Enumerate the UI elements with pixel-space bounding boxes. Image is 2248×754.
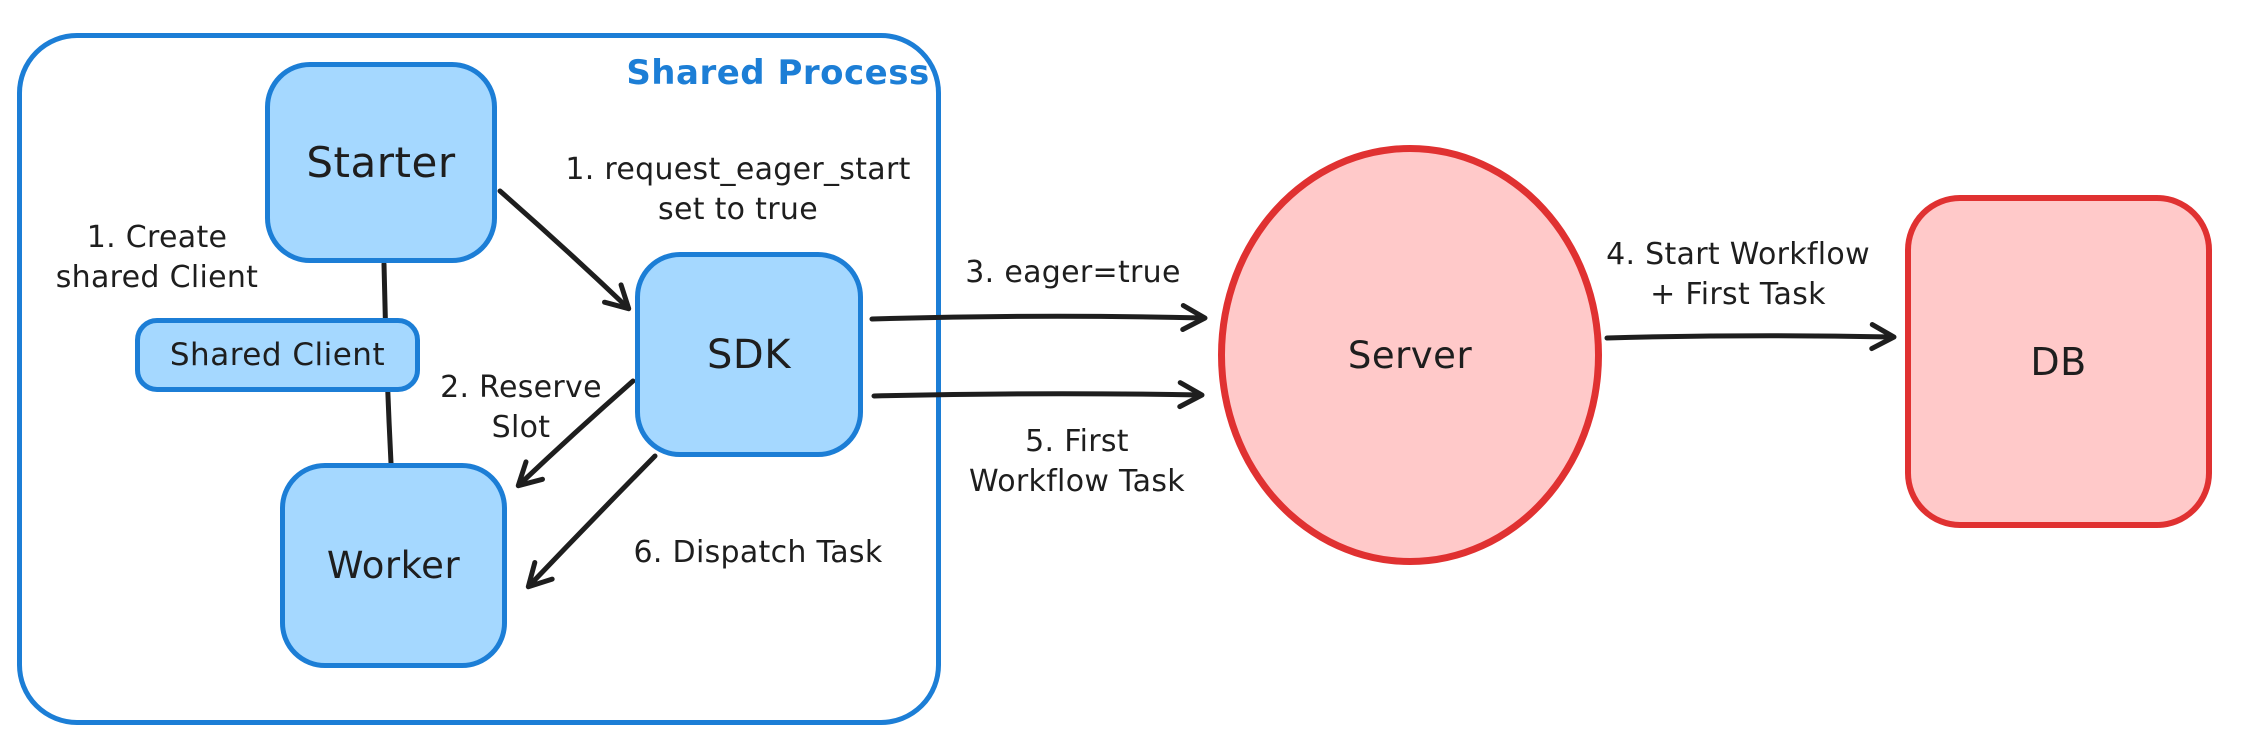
server-label: Server [1347, 333, 1473, 377]
annotation-eager-true: 3. eager=true [965, 255, 1181, 290]
annotation-first-workflow-task: 5. First Workflow Task [969, 424, 1185, 499]
starter-node: Starter [265, 62, 497, 263]
annotation-start-workflow: 4. Start Workflow + First Task [1606, 237, 1870, 312]
shared-process-container [17, 33, 941, 725]
sdk-node: SDK [635, 252, 863, 457]
shared-client-node: Shared Client [135, 318, 420, 392]
annotation-dispatch-task: 6. Dispatch Task [633, 535, 883, 570]
starter-label: Starter [306, 138, 456, 187]
db-node: DB [1905, 195, 2212, 528]
shared-process-label: Shared Process [626, 53, 930, 93]
server-node: Server [1218, 145, 1602, 565]
sdk-label: SDK [707, 331, 791, 378]
worker-label: Worker [326, 544, 461, 587]
db-label: DB [2030, 339, 2087, 384]
arrow-start-workflow [1604, 322, 1897, 352]
annotation-request-eager-start: 1. request_eager_start set to true [565, 152, 911, 227]
annotation-reserve-slot: 2. Reserve Slot [440, 370, 602, 445]
annotation-create-shared-client: 1. Create shared Client [55, 220, 259, 295]
worker-node: Worker [280, 463, 507, 668]
shared-client-label: Shared Client [169, 337, 386, 373]
